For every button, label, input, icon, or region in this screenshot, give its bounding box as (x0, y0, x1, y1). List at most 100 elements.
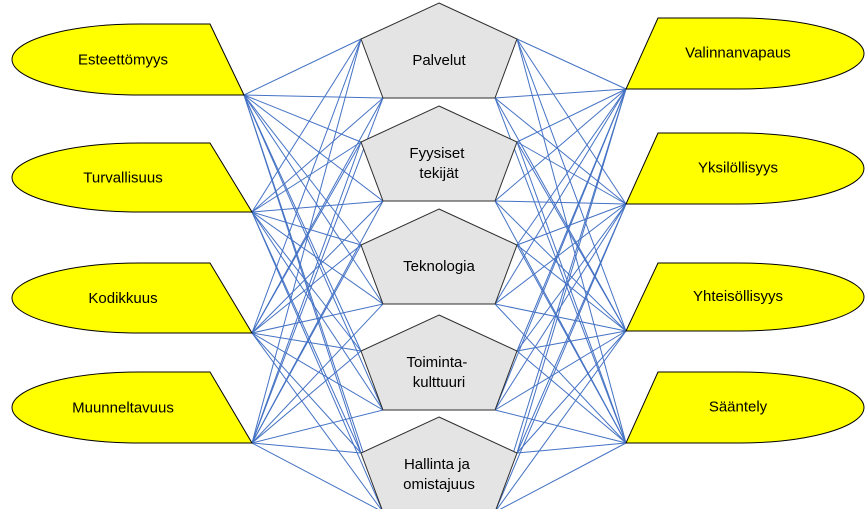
center-node-pentagon (360, 105, 518, 202)
left-node-kodikkuus: Kodikkuus (11, 262, 253, 334)
center-node-hallinta-omistajuus: Hallinta ja omistajuus (360, 416, 518, 509)
left-nodes: Esteettömyys Turvallisuus Kodikkuus Muun… (11, 23, 253, 444)
connection-line (243, 94, 384, 202)
connection-line (251, 141, 362, 213)
connection-line (251, 350, 362, 444)
connection-line (494, 200, 627, 205)
center-node-label: Hallinta ja omistajuus (403, 456, 475, 493)
right-node-shape (625, 132, 865, 205)
connection-line (251, 442, 379, 509)
connection-line (243, 94, 384, 99)
connection-line (494, 97, 627, 205)
right-node-valinnanvapaus: Valinnanvapaus (625, 17, 865, 90)
connection-line (251, 332, 384, 411)
left-node-esteettomyys: Esteettömyys (11, 23, 245, 96)
center-node-pentagon (360, 314, 518, 411)
connection-line (516, 330, 627, 454)
center-node-label-line: Hallinta ja (404, 456, 471, 473)
right-node-yksilollisyys: Yksilöllisyys (625, 132, 865, 205)
connection-line (243, 38, 362, 96)
center-nodes: Palvelut Fyysiset tekijät Teknologia Toi… (360, 2, 518, 509)
connection-lines (243, 38, 627, 509)
left-node-label: Muunneltavuus (72, 399, 174, 416)
connection-line (251, 332, 362, 454)
connection-line (516, 203, 627, 246)
left-node-muunneltavuus: Muunneltavuus (11, 371, 253, 444)
center-node-label-line: Teknologia (403, 258, 475, 275)
right-nodes: Valinnanvapaus Yksilöllisyys Yhteisöllis… (625, 17, 865, 444)
left-node-label: Kodikkuus (88, 290, 157, 307)
center-node-label-line: tekijät (419, 165, 459, 182)
connection-line (494, 330, 627, 411)
connection-line (243, 94, 384, 305)
center-node-label-line: Fyysiset (409, 145, 465, 162)
connection-line (516, 244, 627, 444)
connection-line (251, 38, 362, 444)
connection-line (251, 409, 384, 444)
left-node-shape (11, 371, 253, 444)
connection-line (494, 200, 627, 332)
center-node-label: Palvelut (412, 52, 466, 69)
right-node-yhteisollisyys: Yhteisöllisyys (625, 262, 865, 332)
center-node-label-line: Toiminta- (406, 354, 467, 371)
connection-line (251, 200, 384, 334)
connection-line (251, 211, 383, 509)
center-node-pentagon (360, 208, 518, 305)
connection-line (494, 88, 627, 305)
connection-line (251, 97, 384, 444)
center-node-palvelut: Palvelut (360, 2, 518, 99)
connection-line (516, 141, 627, 205)
connection-line (516, 244, 627, 332)
left-node-shape (11, 262, 253, 334)
center-node-pentagon (360, 416, 518, 509)
right-node-label: Valinnanvapaus (685, 44, 791, 61)
connection-line (243, 94, 384, 411)
right-node-shape (625, 371, 865, 444)
connection-line (494, 97, 627, 444)
connection-line (251, 141, 362, 334)
connection-line (251, 38, 362, 334)
right-node-label: Yksilöllisyys (698, 159, 778, 176)
center-node-label-line: kulttuuri (413, 374, 466, 391)
center-node-label-line: omistajuus (403, 476, 475, 493)
connection-line (494, 303, 627, 444)
right-node-saantely: Sääntely (625, 371, 865, 444)
connection-line (495, 88, 627, 509)
connection-line (494, 203, 627, 305)
left-node-label: Esteettömyys (78, 51, 168, 68)
connection-line (516, 442, 627, 454)
connection-line (516, 141, 627, 444)
connection-line (251, 211, 362, 246)
connection-line (251, 211, 384, 411)
connection-line (516, 38, 627, 332)
connection-line (495, 203, 627, 509)
connection-line (251, 38, 362, 213)
connection-line (516, 38, 627, 90)
connection-line (494, 409, 627, 444)
connection-line (516, 330, 627, 352)
connection-line (516, 38, 627, 444)
connection-line (516, 141, 627, 332)
connection-line (251, 244, 362, 334)
right-node-shape (625, 262, 865, 332)
connection-line (494, 303, 627, 332)
right-node-label: Yhteisöllisyys (693, 288, 783, 305)
connection-line (251, 303, 384, 334)
connection-line (251, 332, 382, 509)
connection-line (251, 211, 362, 352)
left-node-turvallisuus: Turvallisuus (11, 142, 253, 213)
center-node-label: Teknologia (403, 258, 475, 275)
connection-line (516, 88, 627, 143)
connection-line (243, 94, 362, 246)
connection-line (251, 141, 362, 444)
connection-line (251, 442, 362, 454)
connection-line (251, 244, 362, 444)
center-node-pentagon (360, 2, 518, 99)
center-node-label: Toiminta- kulttuuri (406, 354, 471, 391)
connection-line (251, 303, 384, 444)
connection-line (243, 94, 362, 352)
center-node-toimintakulttuuri: Toiminta- kulttuuri (360, 314, 518, 411)
center-node-fyysiset-tekijat: Fyysiset tekijät (360, 105, 518, 202)
connection-line (243, 94, 383, 509)
